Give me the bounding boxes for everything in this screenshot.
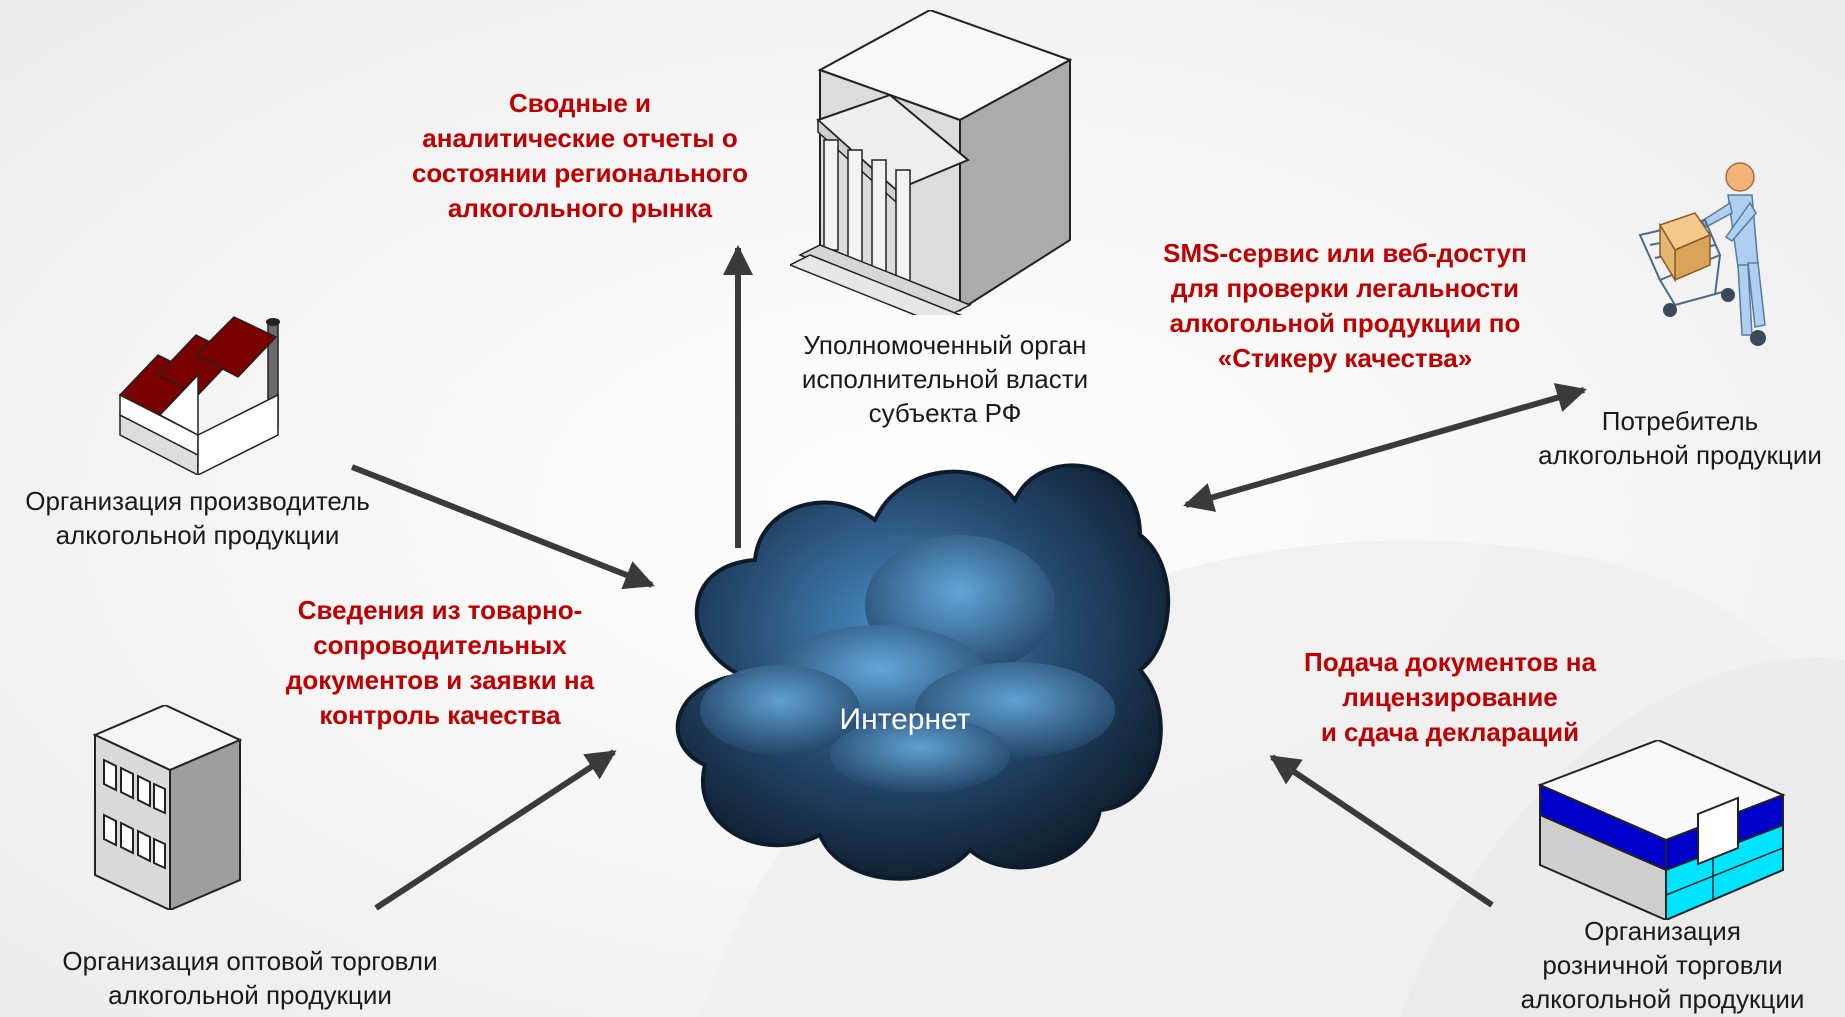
producer-label: Организация производитель алкогольной пр… (25, 486, 370, 550)
arrow-retail-to-internet (1269, 754, 1494, 908)
consumer-label: Потребитель алкогольной продукции (1538, 406, 1822, 470)
internet-label: Интернет (839, 703, 971, 736)
flow-sms-label: SMS-сервис или веб-доступ для проверки л… (1163, 238, 1527, 373)
government-building-icon (790, 10, 1073, 315)
arrow-internet-consumer-bidirectional (1183, 383, 1587, 512)
retail-label: Организация розничной торговли алкогольн… (1520, 916, 1805, 1014)
cloud-icon (675, 463, 1171, 881)
retail-store-icon (1538, 740, 1786, 920)
flow-licensing-label: Подача документов на лицензирование и сд… (1304, 647, 1596, 747)
shopper-cart-icon (1638, 162, 1766, 346)
flow-documents-label: Сведения из товарно- сопроводительных до… (285, 595, 595, 730)
office-building-icon (92, 705, 243, 910)
authority-label: Уполномоченный орган исполнительной влас… (801, 330, 1089, 428)
arrow-wholesale-to-internet (374, 749, 617, 911)
factory-icon (118, 316, 280, 475)
flow-reports-label: Сводные и аналитические отчеты о состоян… (411, 88, 749, 223)
wholesale-label: Организация оптовой торговли алкогольной… (62, 946, 438, 1010)
arrow-producer-to-internet (350, 464, 655, 590)
